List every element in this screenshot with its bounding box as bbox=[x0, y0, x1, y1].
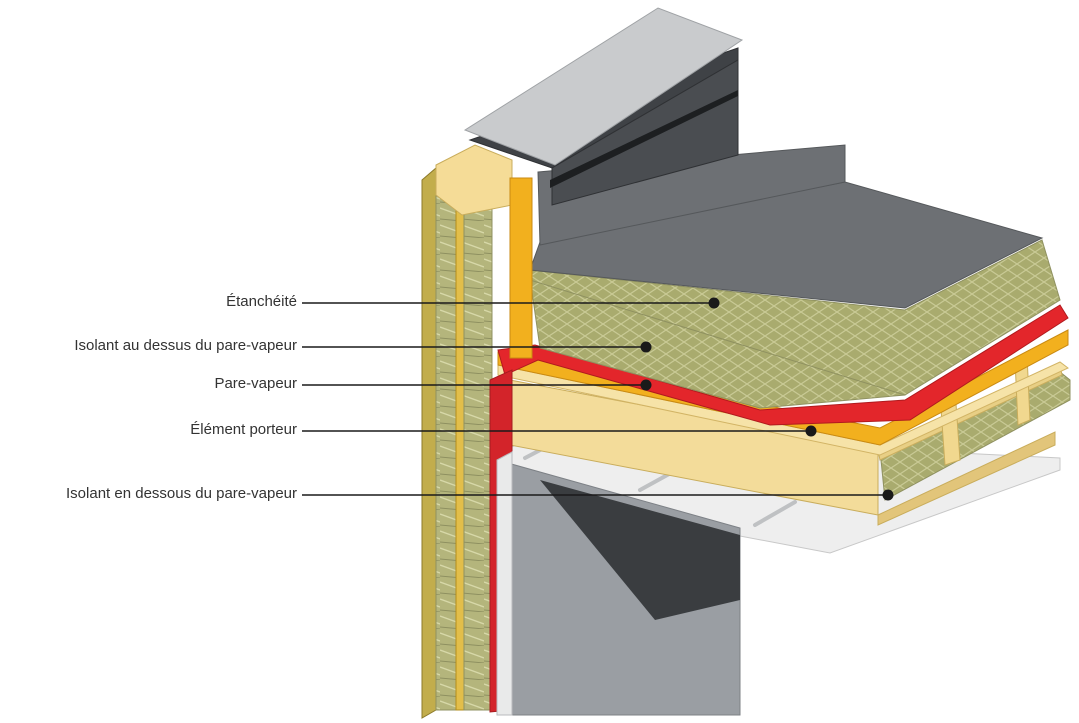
wall-insulation-outer bbox=[435, 174, 457, 711]
wall-vertical-batten bbox=[509, 177, 533, 359]
wall-insulation-inner bbox=[463, 204, 493, 711]
leader-dot-pare-vapeur bbox=[640, 379, 652, 391]
label-etancheite: Étanchéité bbox=[226, 293, 297, 310]
label-isolant-au-dessus: Isolant au dessus du pare-vapeur bbox=[74, 337, 297, 354]
interior-wall-edge bbox=[496, 451, 513, 716]
wall-stud bbox=[455, 159, 465, 711]
waterproofing-membrane bbox=[529, 181, 1044, 309]
callout-endpoints bbox=[640, 297, 894, 501]
callout-leaders bbox=[302, 302, 888, 496]
label-isolant-en-dessous: Isolant en dessous du pare-vapeur bbox=[66, 485, 297, 502]
label-element-porteur: Élément porteur bbox=[190, 421, 297, 438]
leader-dot-element-porteur bbox=[805, 425, 817, 437]
parapet-flashing-drip bbox=[550, 90, 738, 188]
wall-outer-cladding bbox=[421, 166, 437, 719]
parapet-flashing-top bbox=[463, 7, 744, 166]
joist-bottom-plate bbox=[877, 431, 1056, 526]
parapet-flashing-face bbox=[551, 59, 739, 206]
leader-dot-isolant-dessous bbox=[882, 489, 894, 501]
structural-deck-plank bbox=[497, 329, 1069, 446]
leader-dot-etancheite bbox=[708, 297, 720, 309]
interior-wall-shadow bbox=[540, 480, 740, 620]
label-pare-vapeur: Pare-vapeur bbox=[214, 375, 297, 392]
vapour-barrier-layer bbox=[497, 304, 1069, 426]
leader-dot-isolant-dessus bbox=[640, 341, 652, 353]
